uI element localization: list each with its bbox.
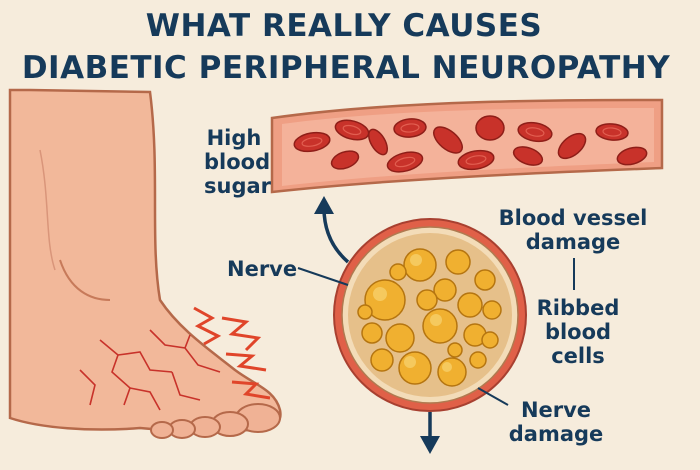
label-line: damage [525, 230, 621, 254]
blood-vessel [270, 98, 664, 194]
ribbed-blood-cells-label: Ribbed blood cells [518, 296, 638, 368]
nerve-pointer [297, 267, 349, 286]
title-line-2: DIABETIC PERIPHERAL NEUROPATHY [21, 50, 671, 86]
nerve-damage-pointer [477, 387, 509, 406]
label-line: Nerve [520, 398, 592, 422]
label-line: High [206, 126, 262, 150]
vein-lines [79, 329, 221, 411]
label-line: Ribbed [536, 296, 620, 320]
foot-illustration [8, 88, 282, 439]
label-line: blood cells [544, 320, 612, 368]
title-line-1: WHAT REALLY CAUSES [145, 8, 543, 44]
label-line: damage [508, 422, 604, 446]
blood-vessel-damage-label: Blood vessel damage [498, 206, 648, 254]
up-arrow-icon [314, 196, 350, 264]
down-arrow-icon [420, 412, 440, 454]
high-blood-sugar-label: High blood sugar [204, 126, 272, 198]
nerve-label: Nerve [227, 257, 298, 281]
label-line: sugar [204, 174, 272, 198]
nerve-damage-label: Nerve damage [506, 398, 606, 446]
nerve-cross-section [333, 218, 527, 412]
label-line: Blood vessel [498, 206, 648, 230]
red-blood-cells [293, 115, 648, 173]
label-line: blood [204, 150, 271, 174]
pain-icon [193, 306, 271, 400]
